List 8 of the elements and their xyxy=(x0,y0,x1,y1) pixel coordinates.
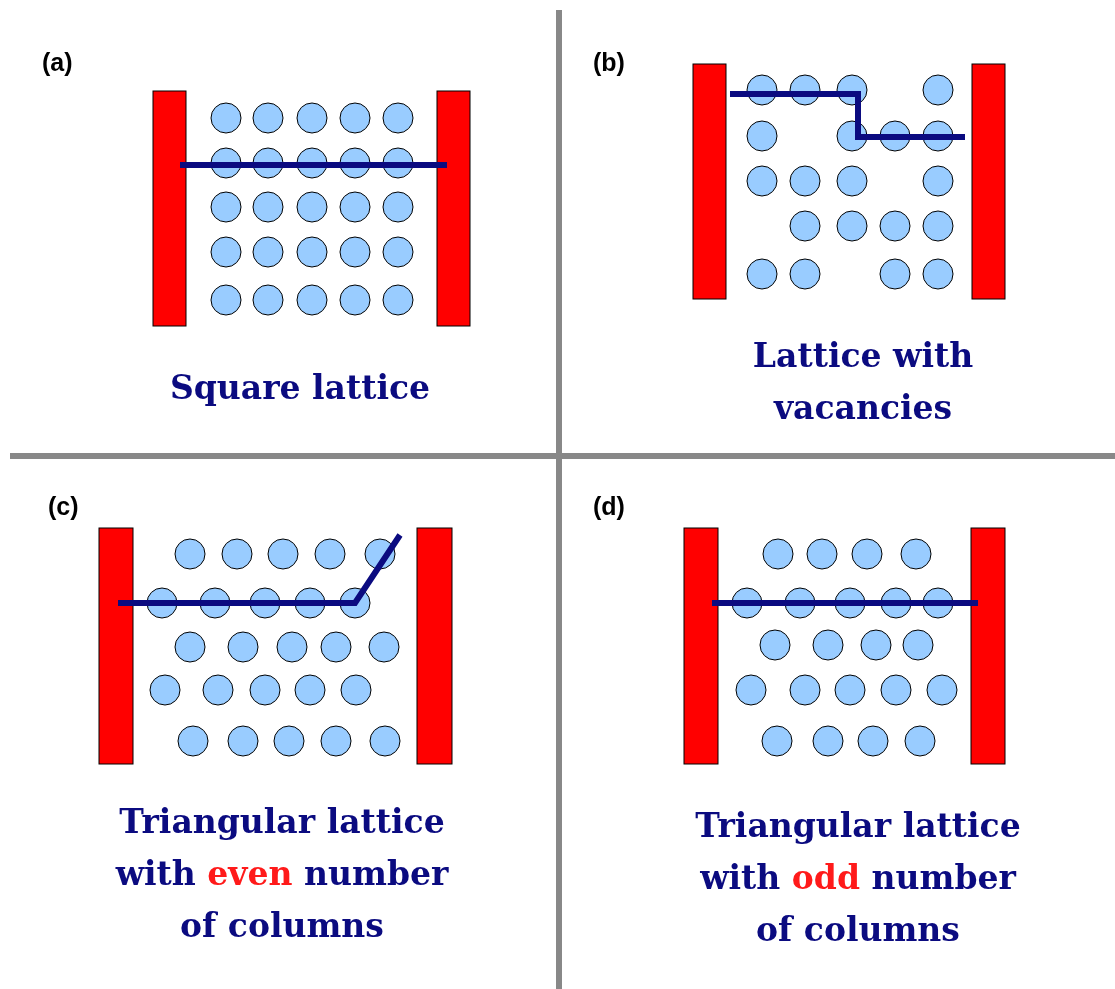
panel-caption: Lattice with vacancies xyxy=(751,335,975,429)
panel-label: (b) xyxy=(593,48,625,77)
panel-caption: Triangular lattice with even number of columns xyxy=(114,801,450,947)
panel-caption: Triangular lattice with odd number of columns xyxy=(694,805,1022,951)
panel-label: (a) xyxy=(42,48,73,77)
panel-label: (d) xyxy=(593,492,625,521)
panel-label: (c) xyxy=(48,492,79,521)
panel-caption: Square lattice xyxy=(168,367,432,409)
